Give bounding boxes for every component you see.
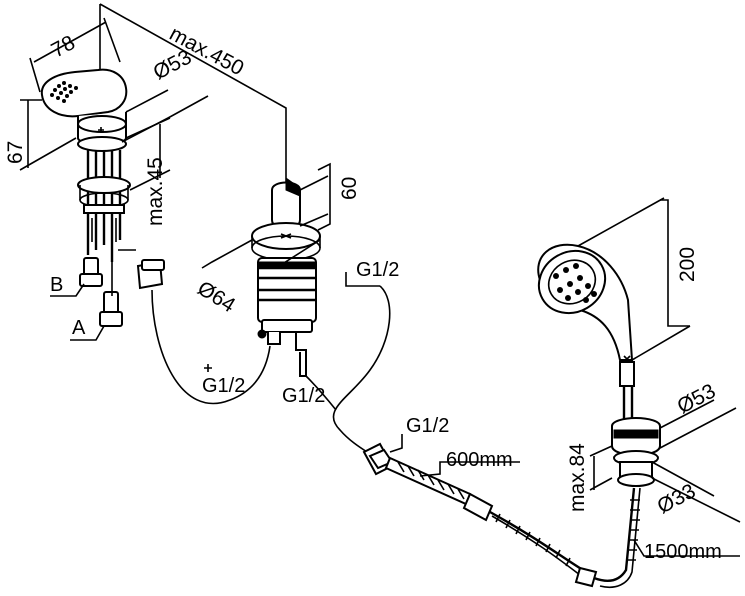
diverter: [204, 177, 321, 377]
label-short-hose: 600mm: [446, 449, 513, 471]
label-thread-left: G1/2: [202, 375, 245, 397]
label-inlet-b: B: [50, 274, 63, 296]
dim-holder-hole: Ø33: [654, 479, 700, 518]
mixer-lever: [40, 68, 136, 341]
dim-diverter-height: 60: [338, 177, 361, 200]
dim-holder-depth: max.84: [566, 443, 589, 512]
mixer-dimensions: 78 67 Ø53 max.45 max.450 B A: [4, 3, 287, 339]
label-long-hose: 1500mm: [644, 541, 722, 563]
label-thread-hose: G1/2: [406, 415, 449, 437]
dim-handshower-length: 200: [676, 247, 699, 282]
dim-lever-width: 78: [48, 31, 79, 62]
label-inlet-a: A: [72, 317, 86, 339]
dim-lever-depth: max.45: [144, 157, 167, 226]
dim-lever-height: 67: [4, 141, 27, 164]
hose-assembly: G1/2 600mm 1500mm: [362, 415, 740, 588]
dim-holder-diameter: Ø53: [674, 379, 720, 418]
hand-shower: [537, 243, 661, 487]
dim-diverter-diameter: Ø64: [193, 277, 239, 318]
label-thread-top: G1/2: [356, 259, 399, 281]
connecting-hoses: [136, 259, 391, 459]
label-thread-mid: G1/2: [282, 385, 325, 407]
diverter-dimensions: 60 Ø64 G1/2 G1/2 G1/2: [193, 162, 399, 407]
